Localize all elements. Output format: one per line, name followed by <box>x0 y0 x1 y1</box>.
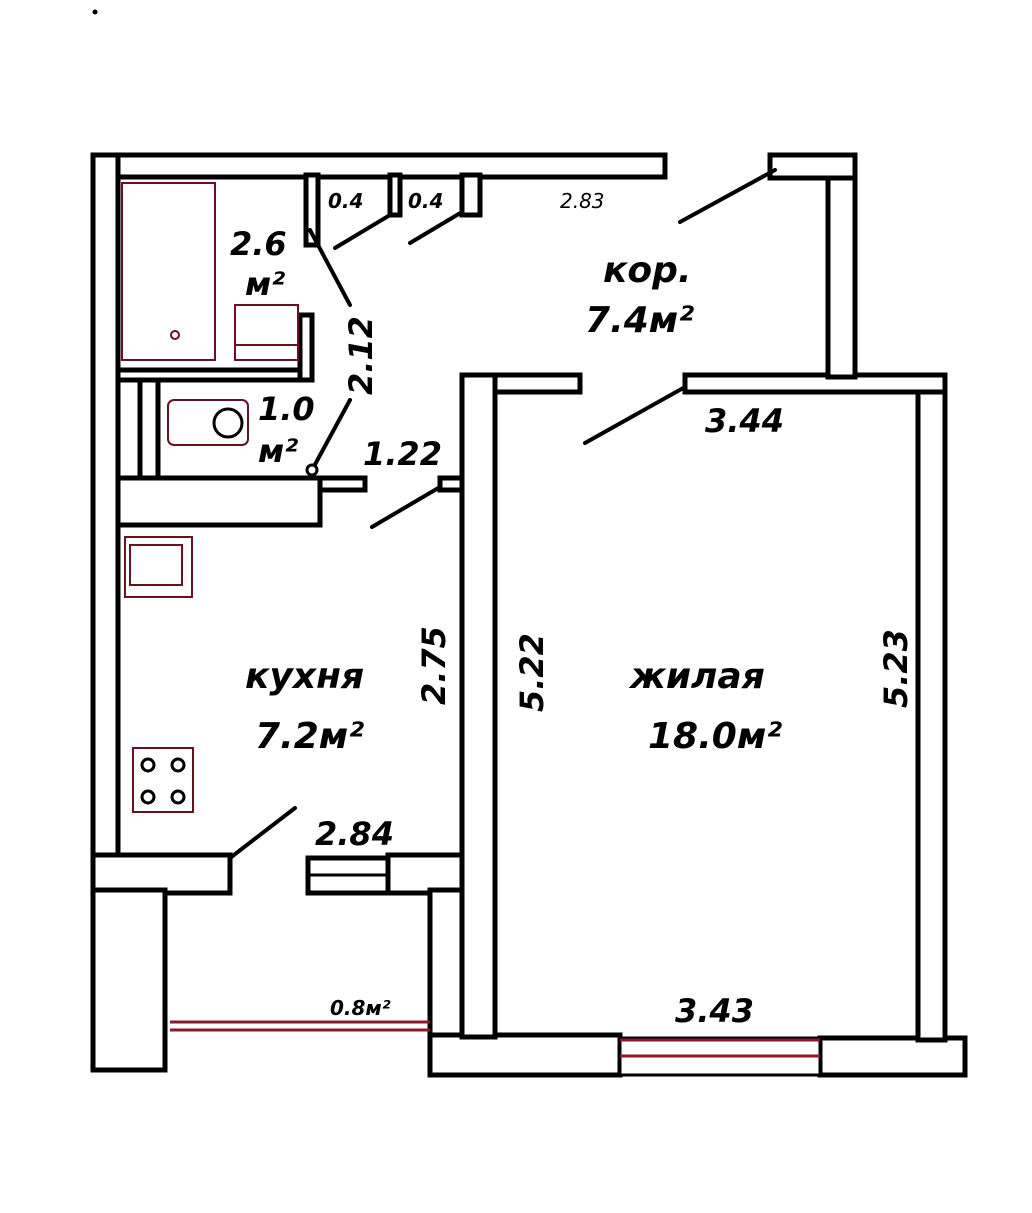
kitchen-bottom-dim: 2.84 <box>315 815 394 853</box>
living-bottom-right-wall <box>817 1035 968 1078</box>
living-left-wall <box>459 372 498 1040</box>
closet-2-dim: 0.4 <box>408 189 443 213</box>
entrance-door <box>678 168 777 224</box>
top-wall <box>90 152 668 180</box>
door-swings <box>228 168 777 860</box>
stove <box>132 747 194 813</box>
washbasin <box>234 304 299 361</box>
closet-1-dim: 0.4 <box>328 189 363 213</box>
corridor-area: 7.4м² <box>585 300 694 341</box>
corridor-stub-right <box>437 475 465 493</box>
living-label: жилая <box>628 656 765 697</box>
right-outer-wall <box>915 372 948 1043</box>
labels: 2.6 м² 1.0 м² 0.4 0.4 2.83 кор. 7.4м² 2.… <box>230 189 915 1030</box>
living-bottom-wall <box>427 1032 623 1078</box>
closet-notch-wall <box>459 172 483 218</box>
balcony-area: 0.8м² <box>330 996 391 1020</box>
kitchen-door <box>370 485 442 529</box>
corridor-label: кор. <box>603 250 692 291</box>
living-top-dim: 3.44 <box>705 402 784 440</box>
fixtures <box>121 182 299 813</box>
closet-partition-1 <box>303 172 321 248</box>
living-top-wall <box>682 372 948 395</box>
corridor-top-right-wall <box>767 152 858 181</box>
toilet-bowl <box>167 399 249 446</box>
kitchen-sink <box>124 536 193 598</box>
living-left-dim: 5.22 <box>513 633 551 712</box>
toilet-area: 1.0 <box>258 390 315 428</box>
living-right-dim: 5.23 <box>877 629 915 708</box>
left-outer-wall <box>90 152 121 898</box>
speck <box>92 9 98 15</box>
kitchen-side-dim: 2.75 <box>415 626 453 705</box>
corridor-right-wall <box>825 152 858 380</box>
corridor-top-dim: 2.83 <box>560 189 605 213</box>
kitchen-bottom-wall <box>90 852 233 896</box>
bath-partition-vertical <box>297 312 315 383</box>
closet-partition-2 <box>387 172 403 218</box>
corridor-bottom-dim: 1.22 <box>363 435 442 473</box>
balcony-left-wall <box>90 887 168 1073</box>
toilet-door <box>310 398 352 472</box>
corridor-side-dim: 2.12 <box>342 316 380 395</box>
bathroom-door <box>308 228 352 307</box>
toilet-bottom-wall <box>115 475 323 528</box>
toilet-unit: м² <box>258 432 298 470</box>
kitchen-area: 7.2м² <box>255 716 364 757</box>
corridor-stub-left <box>317 475 368 493</box>
living-bottom-dim: 3.43 <box>675 992 754 1030</box>
bathroom-unit: м² <box>245 265 285 303</box>
windows <box>170 1020 822 1077</box>
living-door <box>583 385 687 445</box>
closet-door-2 <box>408 210 464 245</box>
living-area: 18.0м² <box>648 716 782 757</box>
walls <box>90 152 968 1078</box>
kitchen-label: кухня <box>245 656 364 697</box>
bathroom-area: 2.6 <box>230 225 287 263</box>
closet-door-1 <box>333 213 392 250</box>
balcony-door <box>228 806 297 860</box>
toilet-partition <box>137 377 161 481</box>
bathtub <box>121 182 216 361</box>
